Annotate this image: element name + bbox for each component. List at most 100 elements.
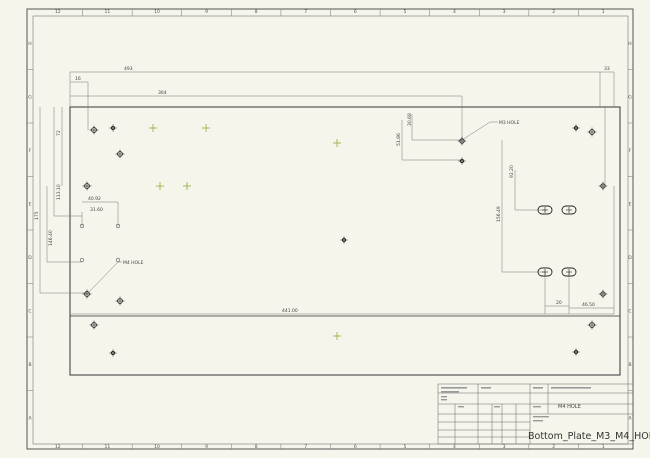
dim-m3-y1: 30.68 (407, 113, 413, 126)
zone-row-label: B (28, 362, 31, 368)
zone-column-label: 10 (154, 444, 160, 450)
m3-hole-callout: M3 HOLE (499, 120, 520, 126)
center-marks (149, 124, 341, 340)
center-mark (149, 124, 157, 132)
zone-column-label: 11 (105, 9, 111, 15)
hole (115, 296, 125, 306)
hole (109, 349, 117, 357)
dim-slot-y2: 156.49 (496, 206, 502, 222)
dim-left-offset: 16 (75, 76, 81, 82)
sheet-outer-border (26, 8, 634, 450)
zone-row-label: F (29, 148, 32, 154)
hole (340, 236, 348, 244)
hole (587, 320, 597, 330)
dim-slot-gap: 20 (556, 300, 562, 306)
zone-column-label: 2 (552, 444, 555, 450)
zone-row-label: B (628, 362, 631, 368)
hole (598, 181, 608, 191)
dim-slot-edge: 46.50 (582, 302, 595, 308)
hole (89, 320, 99, 330)
dim-y113: 113.10 (56, 184, 62, 200)
zone-column-label: 5 (403, 9, 406, 15)
zone-column-label: 1 (602, 444, 605, 450)
slot (561, 205, 577, 215)
hole (89, 125, 99, 135)
dim-y72: 72 (56, 130, 62, 136)
zone-column-label: 1 (602, 9, 605, 15)
hole (109, 124, 117, 132)
slot (537, 205, 553, 215)
slot (561, 267, 577, 277)
dim-bottom-width: 441.00 (282, 308, 298, 314)
center-mark (183, 182, 191, 190)
center-mark (202, 124, 210, 132)
center-mark (156, 182, 164, 190)
dim-right-offset: 33 (604, 66, 610, 72)
dim-x31: 31.60 (90, 207, 103, 213)
small-hole (79, 223, 85, 229)
hole (572, 124, 580, 132)
zone-column-label: 8 (255, 444, 258, 450)
center-mark (333, 332, 341, 340)
sheet-inner-border (32, 15, 629, 445)
hole (587, 127, 597, 137)
title-block-fine-text (441, 387, 591, 422)
zone-column-label: 11 (105, 444, 111, 450)
m4-hole-callout: M4 HOLE (123, 260, 144, 266)
zone-column-label: 12 (55, 444, 61, 450)
zone-column-label: 3 (503, 444, 506, 450)
drawing-name: Bottom_Plate_M3_M4_HOLE (528, 431, 650, 442)
center-mark (333, 139, 341, 147)
zone-row-label: H (628, 41, 631, 47)
zone-row-label: A (628, 415, 632, 421)
zone-column-label: 5 (403, 444, 406, 450)
hole (115, 149, 125, 159)
zone-column-label: 3 (503, 9, 506, 15)
hole (457, 136, 467, 146)
zone-column-label: 8 (255, 9, 258, 15)
zone-column-label: 7 (304, 444, 307, 450)
small-hole (115, 223, 121, 229)
hole (82, 181, 92, 191)
dim-x40: 40.92 (88, 196, 101, 202)
zone-row-label: E (629, 201, 632, 207)
hole (82, 289, 92, 299)
zone-row-label: G (28, 94, 32, 100)
zone-row-label: D (28, 255, 32, 261)
dimension-texts: 493 16 33 364 30.68 51.86 72 113.10 175 … (34, 66, 610, 314)
zone-row-label: C (28, 308, 31, 314)
dim-slot-y1: 92.20 (509, 165, 515, 178)
hole (458, 157, 466, 165)
hole (572, 348, 580, 356)
zone-row-label: H (28, 41, 31, 47)
dim-y146: 146.40 (48, 230, 54, 246)
dim-m3-y2: 51.86 (396, 133, 402, 146)
zone-column-label: 4 (453, 9, 456, 15)
dim-to-hole: 364 (158, 90, 167, 96)
plate-outline (69, 106, 621, 376)
zone-row-label: C (628, 308, 631, 314)
dim-y175: 175 (34, 211, 40, 220)
slot (537, 267, 553, 277)
holes (79, 124, 608, 357)
zone-column-label: 2 (552, 9, 555, 15)
zone-column-label: 7 (304, 9, 307, 15)
zone-row-label: G (628, 94, 632, 100)
zone-column-label: 6 (354, 444, 357, 450)
title-block (437, 383, 634, 445)
zone-column-label: 9 (205, 9, 208, 15)
dim-overall: 493 (124, 66, 133, 72)
small-hole (79, 257, 85, 263)
zone-column-label: 10 (154, 9, 160, 15)
title-block-label: M4 HOLE (558, 404, 581, 410)
zone-row-label: E (29, 201, 32, 207)
zone-column-label: 12 (55, 9, 61, 15)
zone-column-label: 9 (205, 444, 208, 450)
hole (598, 289, 608, 299)
zone-row-label: D (628, 255, 632, 261)
